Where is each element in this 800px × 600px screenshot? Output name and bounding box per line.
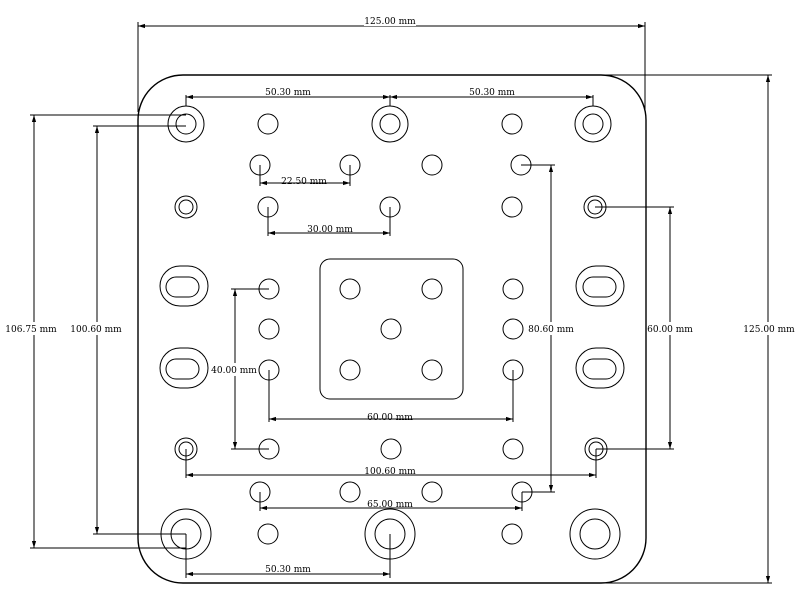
hole: [339, 359, 361, 381]
slot-hole: [159, 347, 209, 389]
dim-top-spacing-right: 50.30 mm: [469, 88, 515, 98]
hole: [501, 196, 523, 218]
dim-small-hole-spacing: 22.50 mm: [281, 177, 327, 187]
hole: [258, 318, 280, 340]
slot-hole: [575, 347, 625, 389]
dim-left-vertical-inner: 100.60 mm: [70, 325, 122, 335]
hole: [502, 278, 524, 300]
hole: [502, 438, 524, 460]
dim-bottom-spacing: 50.30 mm: [265, 565, 311, 575]
hole: [257, 523, 279, 545]
dim-right-outer-vertical: 60.00 mm: [647, 325, 693, 335]
dim-center-horizontal: 60.00 mm: [367, 413, 413, 423]
counterbore-hole: [167, 105, 205, 143]
dim-overall-width: 125.00 mm: [364, 17, 416, 27]
dimension-labels: 125.00 mm 50.30 mm 50.30 mm 22.50 mm 30.…: [4, 14, 795, 575]
hole: [339, 278, 361, 300]
slot-hole: [159, 265, 209, 307]
dim-lower-horizontal: 100.60 mm: [364, 467, 416, 477]
center-pocket: [319, 258, 464, 400]
hole: [421, 278, 443, 300]
dim-overall-height: 125.00 mm: [743, 325, 795, 335]
dim-row-spacing: 30.00 mm: [307, 225, 353, 235]
counterbore-hole: [371, 105, 409, 143]
threaded-hole: [174, 195, 198, 219]
counterbore-hole: [569, 508, 621, 560]
hole: [380, 438, 402, 460]
hole: [380, 318, 402, 340]
hole: [501, 523, 523, 545]
dim-top-spacing-left: 50.30 mm: [265, 88, 311, 98]
dim-left-vertical-outer: 106.75 mm: [5, 325, 57, 335]
plate-outline: [137, 74, 647, 584]
dim-bottom-row-spacing: 65.00 mm: [367, 500, 413, 510]
slot-hole: [575, 265, 625, 307]
hole: [421, 481, 443, 503]
hole: [421, 154, 443, 176]
hole: [502, 318, 524, 340]
dim-right-inner-vertical: 80.60 mm: [528, 325, 574, 335]
hole: [339, 481, 361, 503]
hole: [421, 359, 443, 381]
dimension-lines: [30, 22, 772, 584]
hole: [501, 113, 523, 135]
dim-center-left-vertical: 40.00 mm: [211, 366, 257, 376]
hole: [257, 113, 279, 135]
counterbore-hole: [574, 105, 612, 143]
